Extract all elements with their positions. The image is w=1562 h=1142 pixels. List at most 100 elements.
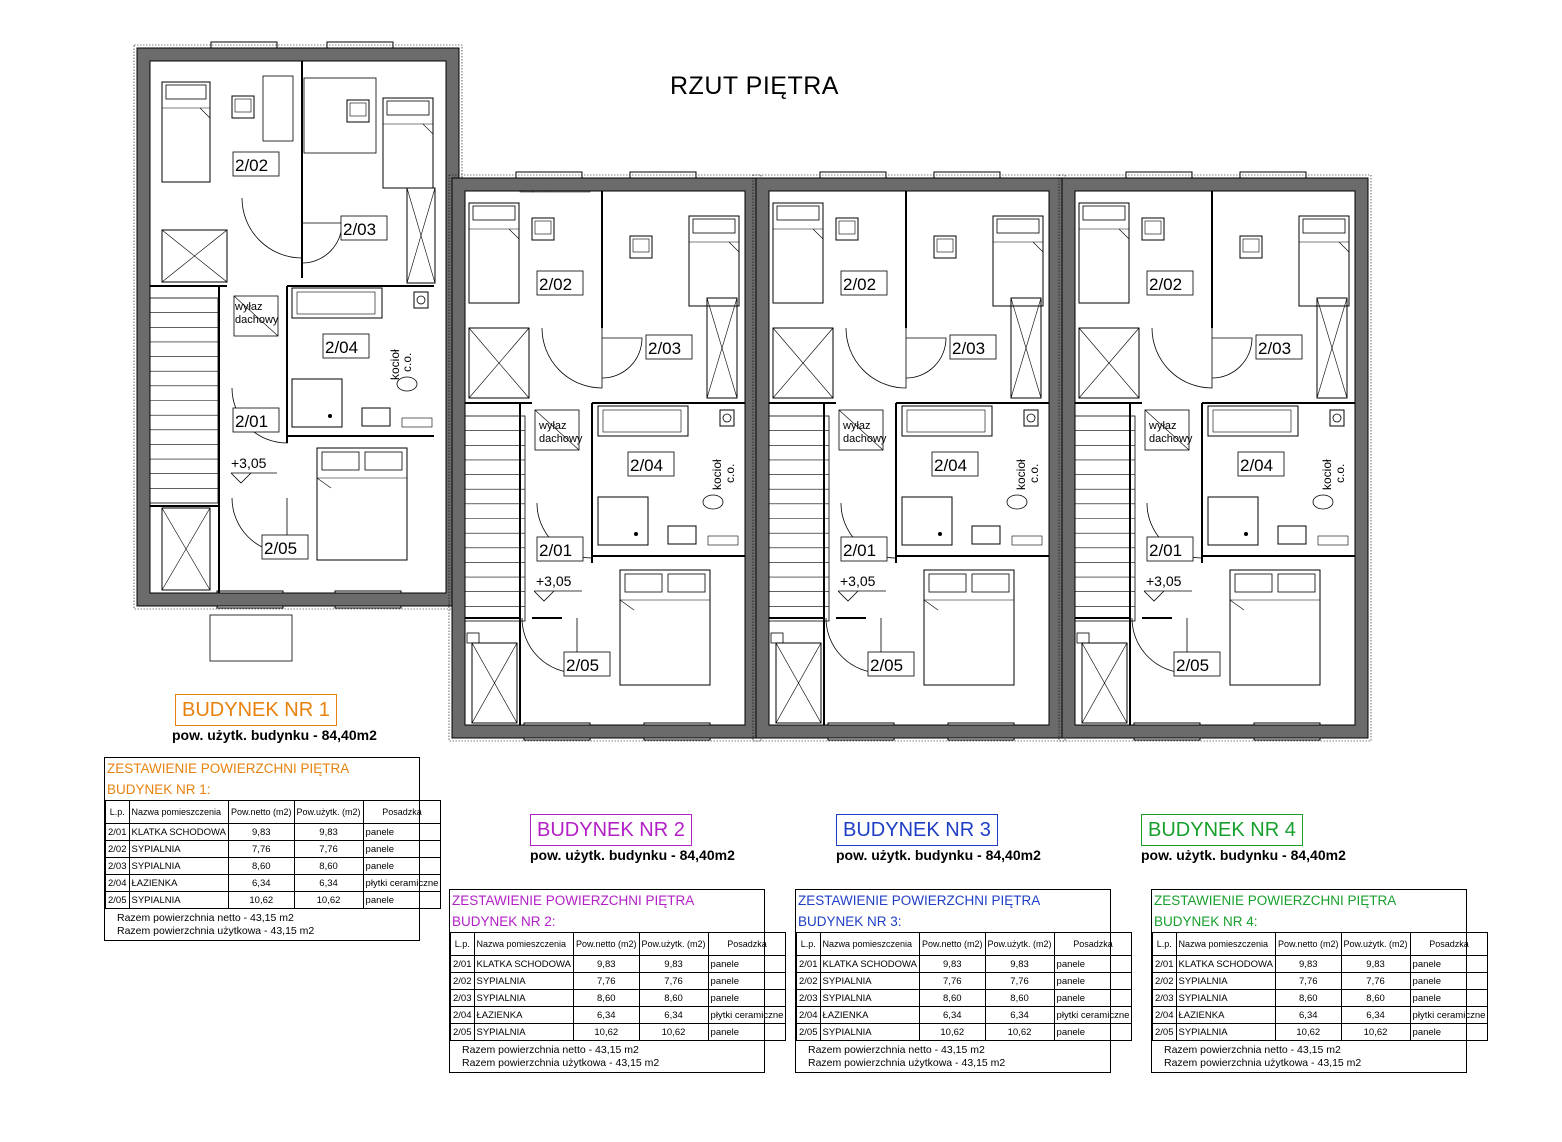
building-4-plan-label-201-box [1146, 536, 1194, 562]
building-4-plan-wardrobe-1 [1078, 327, 1140, 399]
building-1-plan-label-204-box [322, 333, 370, 359]
building-2-plan-label-202: 2/02 [539, 275, 572, 294]
building-2-plan-bathroom [597, 405, 739, 546]
building-2-plan-level-arrow [533, 590, 555, 602]
building-2-plan-hatch-text-2: dachowy [539, 433, 583, 445]
drawing-title: RZUT PIĘTRA [670, 72, 839, 100]
building-3-name: BUDYNEK NR 3 [836, 814, 998, 846]
building-3-plan-label-204: 2/04 [934, 456, 967, 475]
building-1-plan-desk-3 [303, 77, 377, 154]
building-2-plan-wardrobe-2 [706, 297, 738, 399]
building-3-area: pow. użytk. budynku - 84,40m2 [836, 847, 1041, 863]
building-2-plan-door-2 [601, 337, 643, 379]
building-1-plan-label-203-box [340, 215, 388, 241]
table-header-line-2: BUDYNEK NR 3: [798, 914, 902, 929]
building-2-plan-boiler-text-1: kocioł [710, 459, 724, 490]
building-3-plan-label-205-box [867, 651, 915, 677]
building-2-plan-roof-hatch [534, 409, 580, 451]
building-1-plan-door-1 [241, 197, 303, 259]
building-3-plan-bathroom [901, 405, 1043, 546]
building-1-plan-shelf-1 [262, 75, 294, 142]
building-4-plan-roof-hatch [1144, 409, 1190, 451]
building-2-plan-stairs [464, 415, 526, 622]
building-2-plan-desk-2 [629, 235, 653, 259]
building-1-plan-desk-2 [346, 99, 370, 123]
building-3-plan-hatch-text-1: wyłaz [842, 420, 871, 432]
building-4-plan-hatch-text-1: wyłaz [1148, 420, 1177, 432]
building-3-plan-boiler-text-1: kocioł [1014, 459, 1028, 490]
building-4-plan-bed-3 [1229, 569, 1321, 686]
building-2-plan-wardrobe-3 [471, 642, 518, 724]
building-1-area: pow. użytk. budynku - 84,40m2 [172, 727, 377, 743]
building-3-plan-wardrobe-2 [1010, 297, 1042, 399]
building-3-plan-label-202: 2/02 [843, 275, 876, 294]
building-3-plan-desk-2 [933, 235, 957, 259]
building-4-plan-hatch-text-2: dachowy [1149, 433, 1193, 445]
building-3-plan-wardrobe-3 [775, 642, 822, 724]
building-3-plan-label-204-box [931, 451, 979, 477]
table-header-line-2: BUDYNEK NR 1: [107, 782, 211, 797]
building-4-plan-door-1 [1151, 327, 1213, 389]
building-3-plan-bed-1 [772, 202, 824, 304]
building-4-plan-boiler-text-1: kocioł [1320, 459, 1334, 490]
building-4-plan-bed-1 [1078, 202, 1130, 304]
building-4-plan-label-202: 2/02 [1149, 275, 1182, 294]
building-3-plan-level-text: +3,05 [840, 573, 876, 589]
building-2-plan-boiler-text-2: c.o. [723, 464, 737, 483]
building-4-plan-desk-2 [1239, 235, 1263, 259]
building-1-plan-label-201-box [232, 407, 280, 433]
building-4-plan-label-204: 2/04 [1240, 456, 1273, 475]
building-4-plan-door-2 [1211, 337, 1253, 379]
table-header-line-1: ZESTAWIENIE POWIERZCHNI PIĘTRA [1154, 893, 1397, 908]
building-1-plan-stairs [149, 297, 219, 504]
building-1-plan-bed-3 [316, 447, 408, 561]
building-2-name: BUDYNEK NR 2 [530, 814, 692, 846]
table-header-line-1: ZESTAWIENIE POWIERZCHNI PIĘTRA [452, 893, 695, 908]
building-1-plan-boiler-text-2: c.o. [400, 353, 414, 372]
building-1-plan-label-203: 2/03 [343, 220, 376, 239]
building-4-plan-label-204-box [1237, 451, 1285, 477]
building-1-name: BUDYNEK NR 1 [175, 694, 337, 726]
building-2-plan-door-1 [541, 327, 603, 389]
building-4-plan-label-205: 2/05 [1176, 656, 1209, 675]
building-1-plan-label-201: 2/01 [235, 412, 268, 431]
building-4-plan-label-201: 2/01 [1149, 541, 1182, 560]
building-3-plan-bed-3 [923, 569, 1015, 686]
building-2-plan-bed-2 [688, 215, 740, 307]
building-1-plan-level-arrow [230, 472, 252, 484]
building-2-plan-label-201-box [536, 536, 584, 562]
building-1-plan-wardrobe-2 [406, 187, 436, 284]
building-3-plan-boiler-text-2: c.o. [1027, 464, 1041, 483]
building-1-plan-desk-1 [231, 95, 255, 119]
building-4-plan-bathroom [1207, 405, 1349, 546]
building-1-plan-wardrobe-3 [161, 507, 211, 591]
building-3-plan-wardrobe-1 [772, 327, 834, 399]
building-1-plan-hatch-text-2: dachowy [235, 314, 279, 326]
building-2-plan-wardrobe-1 [468, 327, 530, 399]
building-4-plan-label-205-box [1173, 651, 1221, 677]
building-3-plan-hatch-text-2: dachowy [843, 433, 887, 445]
building-1-plan-label-204: 2/04 [325, 338, 358, 357]
building-2-plan-bed-3 [619, 569, 711, 686]
building-3-plan-roof-hatch [838, 409, 884, 451]
